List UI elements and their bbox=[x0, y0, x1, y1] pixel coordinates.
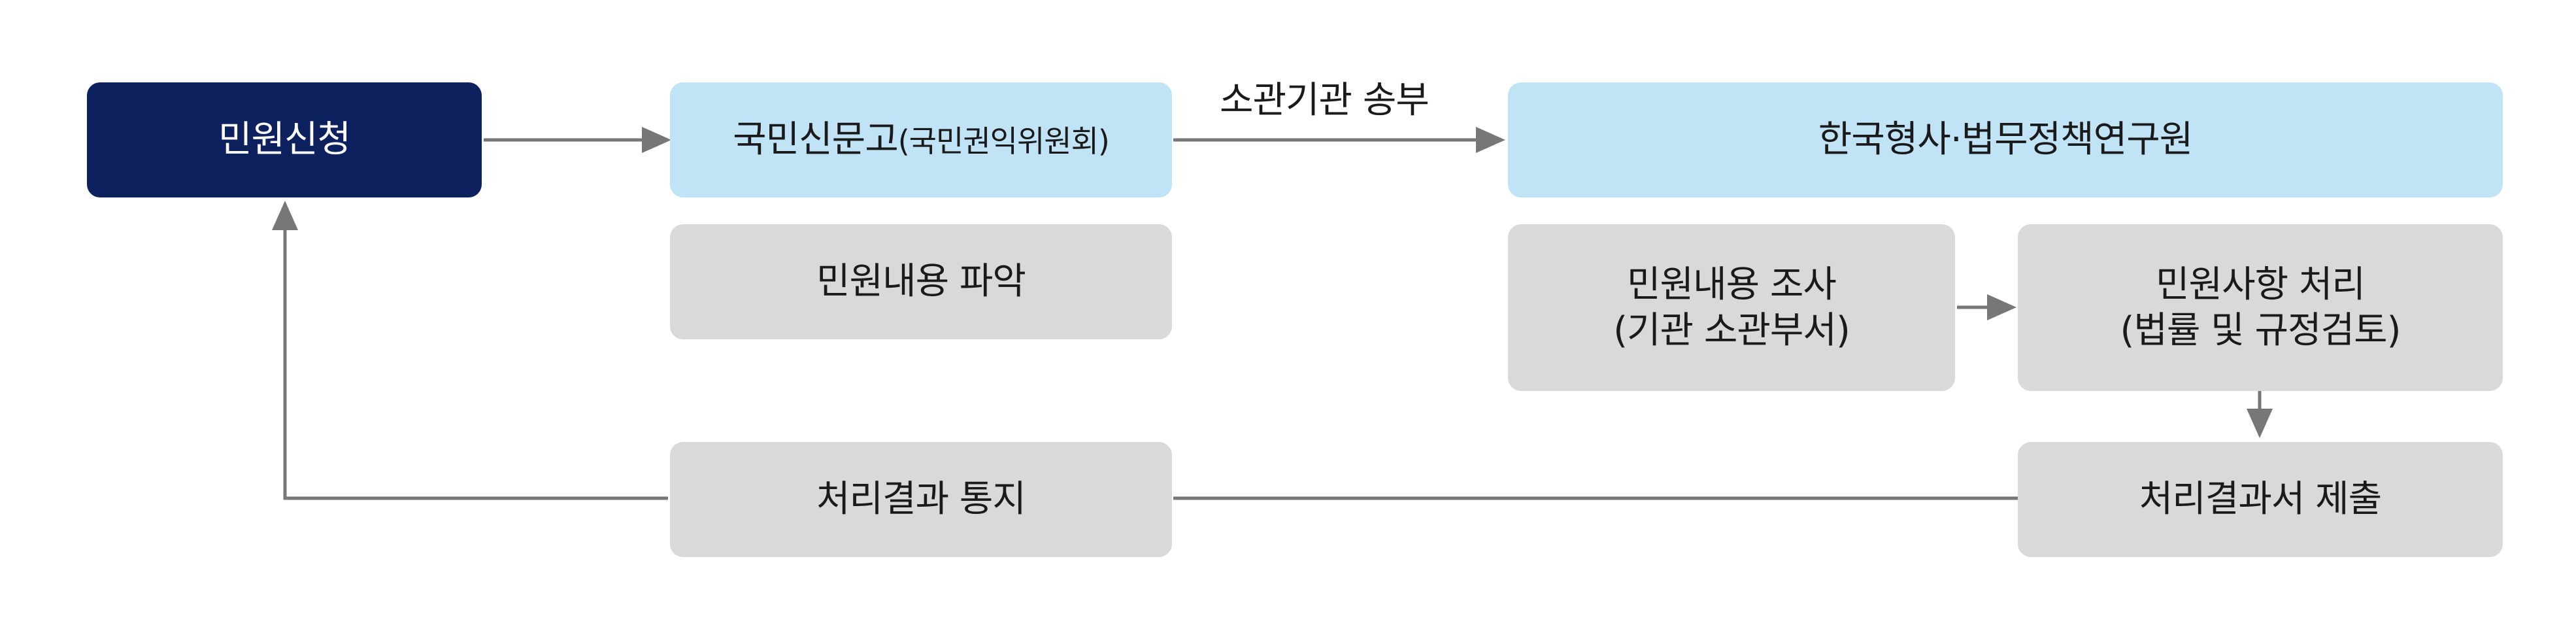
node-process-line1: 민원사항 처리 bbox=[2156, 263, 2366, 306]
node-process-line2: (법률 및 규정검토) bbox=[2120, 309, 2401, 352]
node-investigate: 민원내용 조사 (기관 소관부서) bbox=[1508, 224, 1955, 391]
node-notify-label: 처리결과 통지 bbox=[816, 478, 1026, 520]
node-submit: 처리결과서 제출 bbox=[2018, 442, 2503, 557]
node-sinmungo-label: 국민신문고 bbox=[733, 118, 899, 161]
edge-label-transfer: 소관기관 송부 bbox=[1220, 79, 1430, 122]
node-grasp: 민원내용 파악 bbox=[670, 224, 1172, 339]
arrow-notify-to-apply bbox=[272, 201, 668, 500]
node-apply-label: 민원신청 bbox=[218, 118, 351, 161]
node-kicj-label: 한국형사·법무정책연구원 bbox=[1818, 118, 2194, 161]
node-grasp-label: 민원내용 파악 bbox=[816, 260, 1026, 303]
node-apply: 민원신청 bbox=[87, 82, 482, 197]
node-sinmungo: 국민신문고(국민권익위원회) bbox=[670, 82, 1172, 197]
node-submit-label: 처리결과서 제출 bbox=[2139, 478, 2382, 520]
node-sinmungo-sub: (국민권익위원회) bbox=[897, 124, 1110, 159]
node-investigate-line1: 민원내용 조사 bbox=[1627, 263, 1837, 306]
node-notify: 처리결과 통지 bbox=[670, 442, 1172, 557]
node-process: 민원사항 처리 (법률 및 규정검토) bbox=[2018, 224, 2503, 391]
node-investigate-line2: (기관 소관부서) bbox=[1613, 309, 1850, 352]
node-kicj: 한국형사·법무정책연구원 bbox=[1508, 82, 2503, 197]
